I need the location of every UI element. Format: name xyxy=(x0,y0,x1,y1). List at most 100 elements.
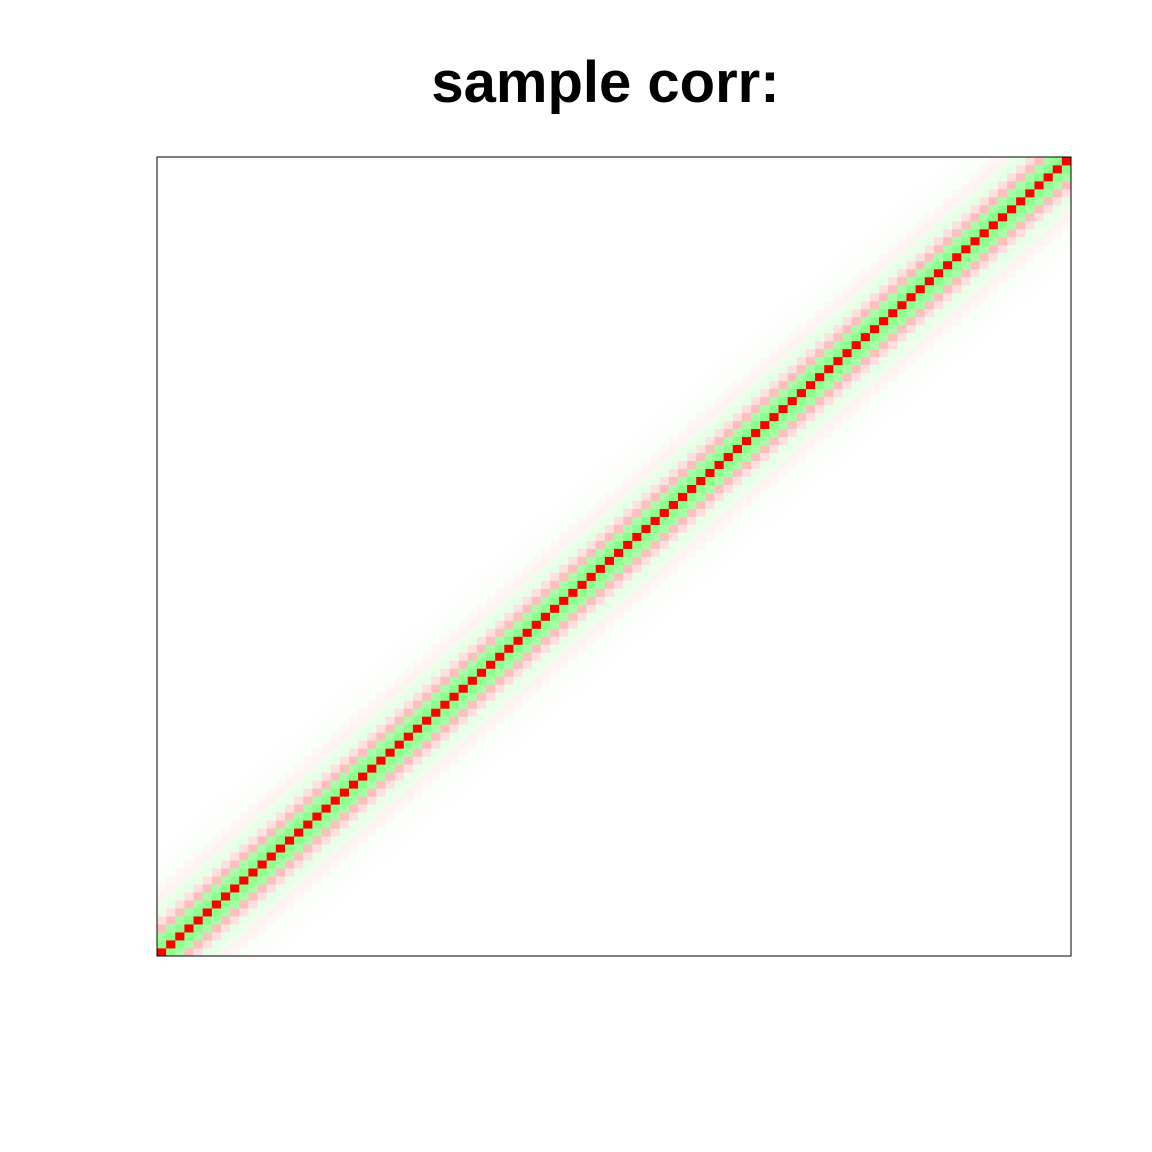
heatmap-cell xyxy=(997,308,1008,318)
heatmap-cell xyxy=(1043,180,1054,190)
heatmap-cell xyxy=(760,468,770,477)
heatmap-cell xyxy=(595,524,606,533)
heatmap-cell xyxy=(906,196,917,206)
heatmap-cell xyxy=(540,532,551,541)
heatmap-cell xyxy=(513,612,523,621)
heatmap-cell xyxy=(321,852,332,861)
heatmap-cell xyxy=(1016,292,1026,302)
heatmap-cell xyxy=(1007,284,1017,294)
heatmap-cell xyxy=(778,348,789,358)
heatmap-cell xyxy=(266,764,277,773)
heatmap-cell xyxy=(769,460,779,470)
heatmap-cell xyxy=(751,452,761,462)
heatmap-cell xyxy=(193,940,204,949)
heatmap-cell xyxy=(796,420,807,430)
heatmap-cell xyxy=(522,588,533,597)
heatmap-cell xyxy=(540,668,551,677)
heatmap-cell xyxy=(476,660,487,669)
heatmap-cell xyxy=(751,380,761,390)
heatmap-cell xyxy=(970,284,980,294)
heatmap-cell xyxy=(943,196,953,206)
heatmap-cell xyxy=(586,548,597,557)
heatmap-cell xyxy=(815,412,825,422)
heatmap-cell xyxy=(604,556,615,565)
heatmap-cell xyxy=(842,292,853,302)
heatmap-cell xyxy=(943,172,953,182)
heatmap-cell xyxy=(202,876,213,885)
heatmap-cell xyxy=(540,652,551,661)
heatmap-cell xyxy=(348,780,359,789)
heatmap-cell xyxy=(431,684,441,693)
heatmap-cell xyxy=(257,860,268,869)
heatmap-cell xyxy=(486,572,496,581)
heatmap-cell xyxy=(979,220,990,230)
heatmap-cell xyxy=(851,260,862,270)
heatmap-cell xyxy=(614,612,624,621)
heatmap-cell xyxy=(824,268,834,278)
heatmap-cell xyxy=(851,292,862,302)
heatmap-cell xyxy=(358,716,368,725)
heatmap-cell xyxy=(641,556,651,565)
heatmap-cell xyxy=(385,724,396,733)
heatmap-cell xyxy=(970,308,980,318)
heatmap-cell xyxy=(805,436,816,446)
heatmap-cell xyxy=(915,204,926,214)
heatmap-cell xyxy=(403,732,414,741)
heatmap-cell xyxy=(668,516,679,525)
heatmap-cell xyxy=(294,852,304,861)
heatmap-cell xyxy=(294,844,304,853)
heatmap-cell xyxy=(431,756,441,765)
heatmap-cell xyxy=(888,244,898,254)
heatmap-cell xyxy=(778,500,789,509)
heatmap-cell xyxy=(586,476,597,485)
heatmap-cell xyxy=(284,828,295,837)
heatmap-cell xyxy=(495,740,505,749)
heatmap-cell xyxy=(677,572,688,581)
heatmap-cell xyxy=(486,620,496,629)
heatmap-cell xyxy=(449,772,460,781)
heatmap-cell xyxy=(732,404,743,414)
heatmap-cell xyxy=(1025,164,1035,174)
heatmap-cell xyxy=(732,372,743,382)
heatmap-cell xyxy=(842,324,853,334)
heatmap-cell xyxy=(714,452,725,462)
heatmap-cell xyxy=(540,636,551,645)
heatmap-cell xyxy=(851,420,862,430)
heatmap-cell xyxy=(668,580,679,589)
heatmap-cell xyxy=(897,388,907,398)
heatmap-cell xyxy=(284,884,295,893)
heatmap-cell xyxy=(513,692,523,701)
heatmap-cell xyxy=(952,316,962,326)
heatmap-cell xyxy=(157,868,167,877)
heatmap-cell xyxy=(924,188,935,198)
heatmap-cell xyxy=(943,236,953,246)
heatmap-cell xyxy=(741,388,752,398)
heatmap-cell xyxy=(540,700,551,709)
heatmap-cell xyxy=(586,524,597,533)
heatmap-cell xyxy=(239,812,249,821)
heatmap-cell xyxy=(358,796,368,805)
heatmap-cell xyxy=(513,588,523,597)
heatmap-cell xyxy=(869,332,880,342)
heatmap-cell xyxy=(1025,268,1035,278)
heatmap-cell xyxy=(367,668,377,677)
heatmap-cell xyxy=(577,564,587,573)
heatmap-cell xyxy=(586,652,597,661)
heatmap-cell xyxy=(879,252,889,262)
heatmap-cell xyxy=(997,157,1008,166)
heatmap-cell xyxy=(677,444,688,454)
heatmap-cell xyxy=(824,388,834,398)
heatmap-cell xyxy=(467,668,478,677)
heatmap-cell xyxy=(376,740,386,749)
heatmap-cell xyxy=(687,548,697,557)
heatmap-cell xyxy=(623,484,633,493)
heatmap-cell xyxy=(184,852,194,861)
heatmap-cell xyxy=(641,444,651,454)
heatmap-cell xyxy=(431,796,441,805)
heatmap-cell xyxy=(796,396,807,406)
heatmap-cell xyxy=(732,460,743,470)
heatmap-cell xyxy=(915,300,926,310)
heatmap-cell xyxy=(284,756,295,765)
heatmap-cell xyxy=(202,836,213,845)
heatmap-cell xyxy=(284,796,295,805)
